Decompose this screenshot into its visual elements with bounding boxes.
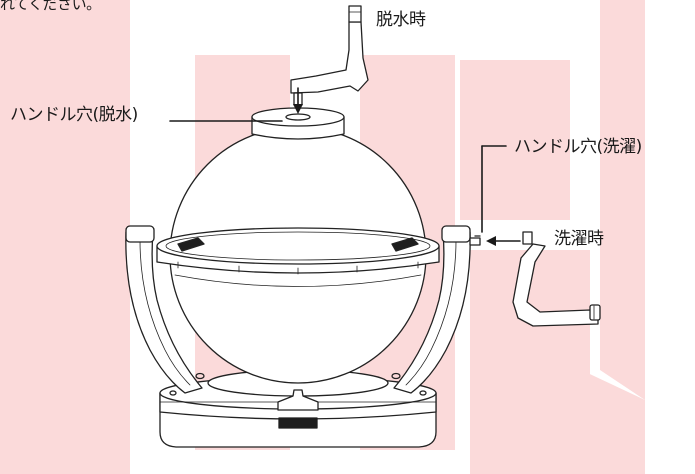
- wash-handle: [512, 231, 601, 327]
- wash-handle-crank: [512, 243, 599, 327]
- wash-handle-grip: [589, 304, 601, 321]
- watermark-block: [0, 0, 130, 474]
- drum-ring: [156, 227, 440, 265]
- spin-arrow-head: [293, 104, 303, 114]
- socket-peg: [469, 237, 481, 246]
- label-spin-handle-hole: ハンドル穴(脱水): [10, 105, 138, 125]
- base-foot: [169, 390, 177, 396]
- spin-handle-crank: [290, 21, 369, 94]
- washer-base: [159, 369, 437, 448]
- cropped-instruction-text: れてください。: [0, 0, 101, 13]
- support-frame: [125, 225, 471, 394]
- right-arm-inner: [405, 239, 457, 386]
- wash-handle-pin: [522, 231, 533, 245]
- latch: [277, 389, 319, 411]
- left-arm: [125, 231, 203, 394]
- label-wash-time: 洗濯時: [554, 229, 604, 249]
- drum-lower-rim: [174, 274, 422, 287]
- watermark-block: [460, 60, 570, 220]
- pointers: [169, 87, 521, 246]
- watermark-block: [600, 0, 645, 400]
- label-spin-time: 脱水時: [376, 10, 426, 30]
- spin-handle-grip-top: [348, 5, 362, 23]
- right-arm: [393, 231, 471, 394]
- right-arm-cap: [441, 225, 471, 243]
- latch-grip: [278, 417, 318, 429]
- lid-clip: [391, 237, 419, 252]
- base-foot: [419, 390, 427, 396]
- watermark-block: [540, 360, 645, 474]
- left-arm-inner: [139, 239, 191, 386]
- lid-clip: [177, 237, 205, 252]
- wash-handle-socket: [469, 235, 481, 246]
- left-arm-cap: [125, 225, 155, 243]
- label-wash-handle-hole: ハンドル穴(洗濯): [514, 137, 642, 157]
- spin-handle: [290, 5, 369, 106]
- frame-hole: [195, 372, 205, 380]
- frame-hole: [391, 372, 401, 380]
- drum-ring-inner: [165, 231, 431, 261]
- washing-drum: [156, 107, 440, 384]
- wash-arrow-head: [486, 236, 496, 246]
